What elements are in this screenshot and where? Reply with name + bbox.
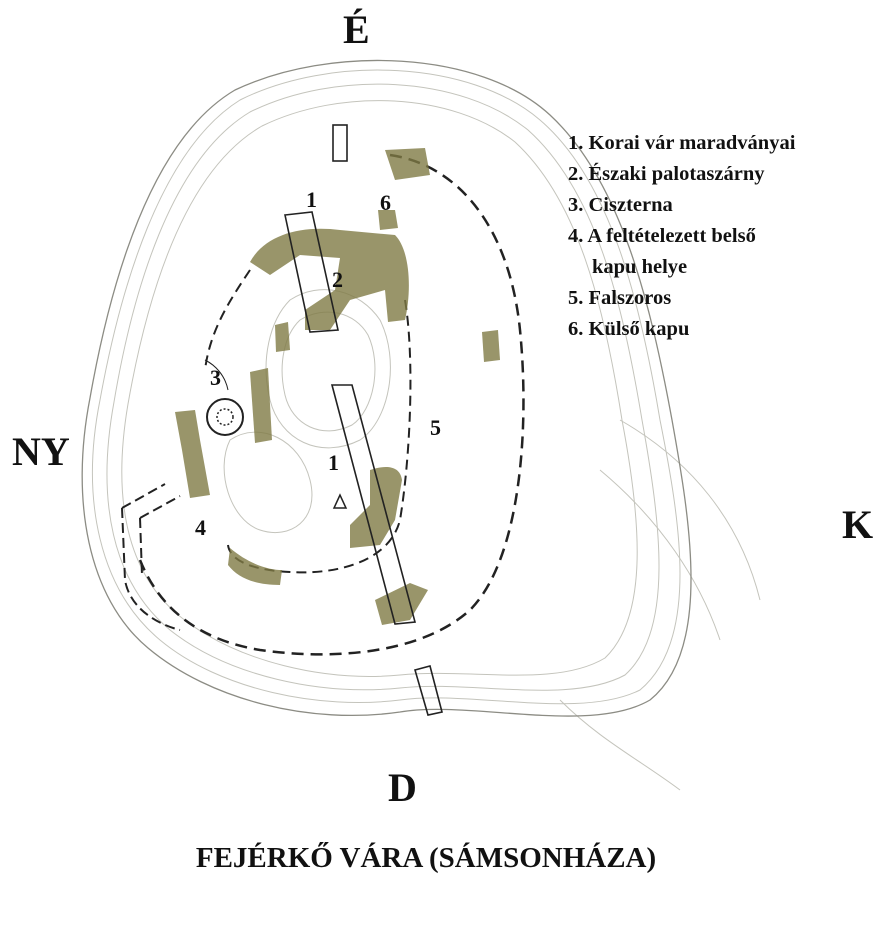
marker-4: 4 — [195, 515, 206, 540]
triangulation-point-icon — [332, 493, 348, 509]
marker-3: 3 — [210, 365, 221, 390]
legend-item-4-continued: kapu helye — [592, 256, 688, 278]
marker-6: 6 — [380, 190, 391, 215]
compass-east: K — [842, 502, 874, 547]
legend-item-6: 6. Külső kapu — [568, 318, 690, 340]
map-title: FEJÉRKŐ VÁRA (SÁMSONHÁZA) — [195, 842, 657, 874]
compass-south: D — [388, 765, 417, 810]
legend-item-3: 3. Ciszterna — [568, 194, 673, 216]
west-gate-lines — [121, 483, 181, 631]
marker-5: 5 — [430, 415, 441, 440]
compass-north: É — [343, 7, 370, 52]
legend-item-2: 2. Északi palotaszárny — [568, 163, 765, 185]
legend-item-5: 5. Falszoros — [568, 287, 672, 309]
marker-1-center: 1 — [328, 450, 339, 475]
marker-2: 2 — [332, 267, 343, 292]
legend-item-4: 4. A feltételezett belső — [568, 225, 756, 247]
outer-contour — [81, 59, 692, 717]
compass-west: NY — [12, 429, 70, 474]
legend-item-1: 1. Korai vár maradványai — [568, 132, 796, 154]
cistern-icon — [204, 359, 244, 436]
contour-lines — [92, 69, 761, 791]
marker-1-north: 1 — [306, 187, 317, 212]
legend: 1. Korai vár maradványai 2. Északi palot… — [568, 128, 795, 345]
wall-remains — [175, 148, 500, 625]
excavation-trenches — [284, 124, 443, 716]
